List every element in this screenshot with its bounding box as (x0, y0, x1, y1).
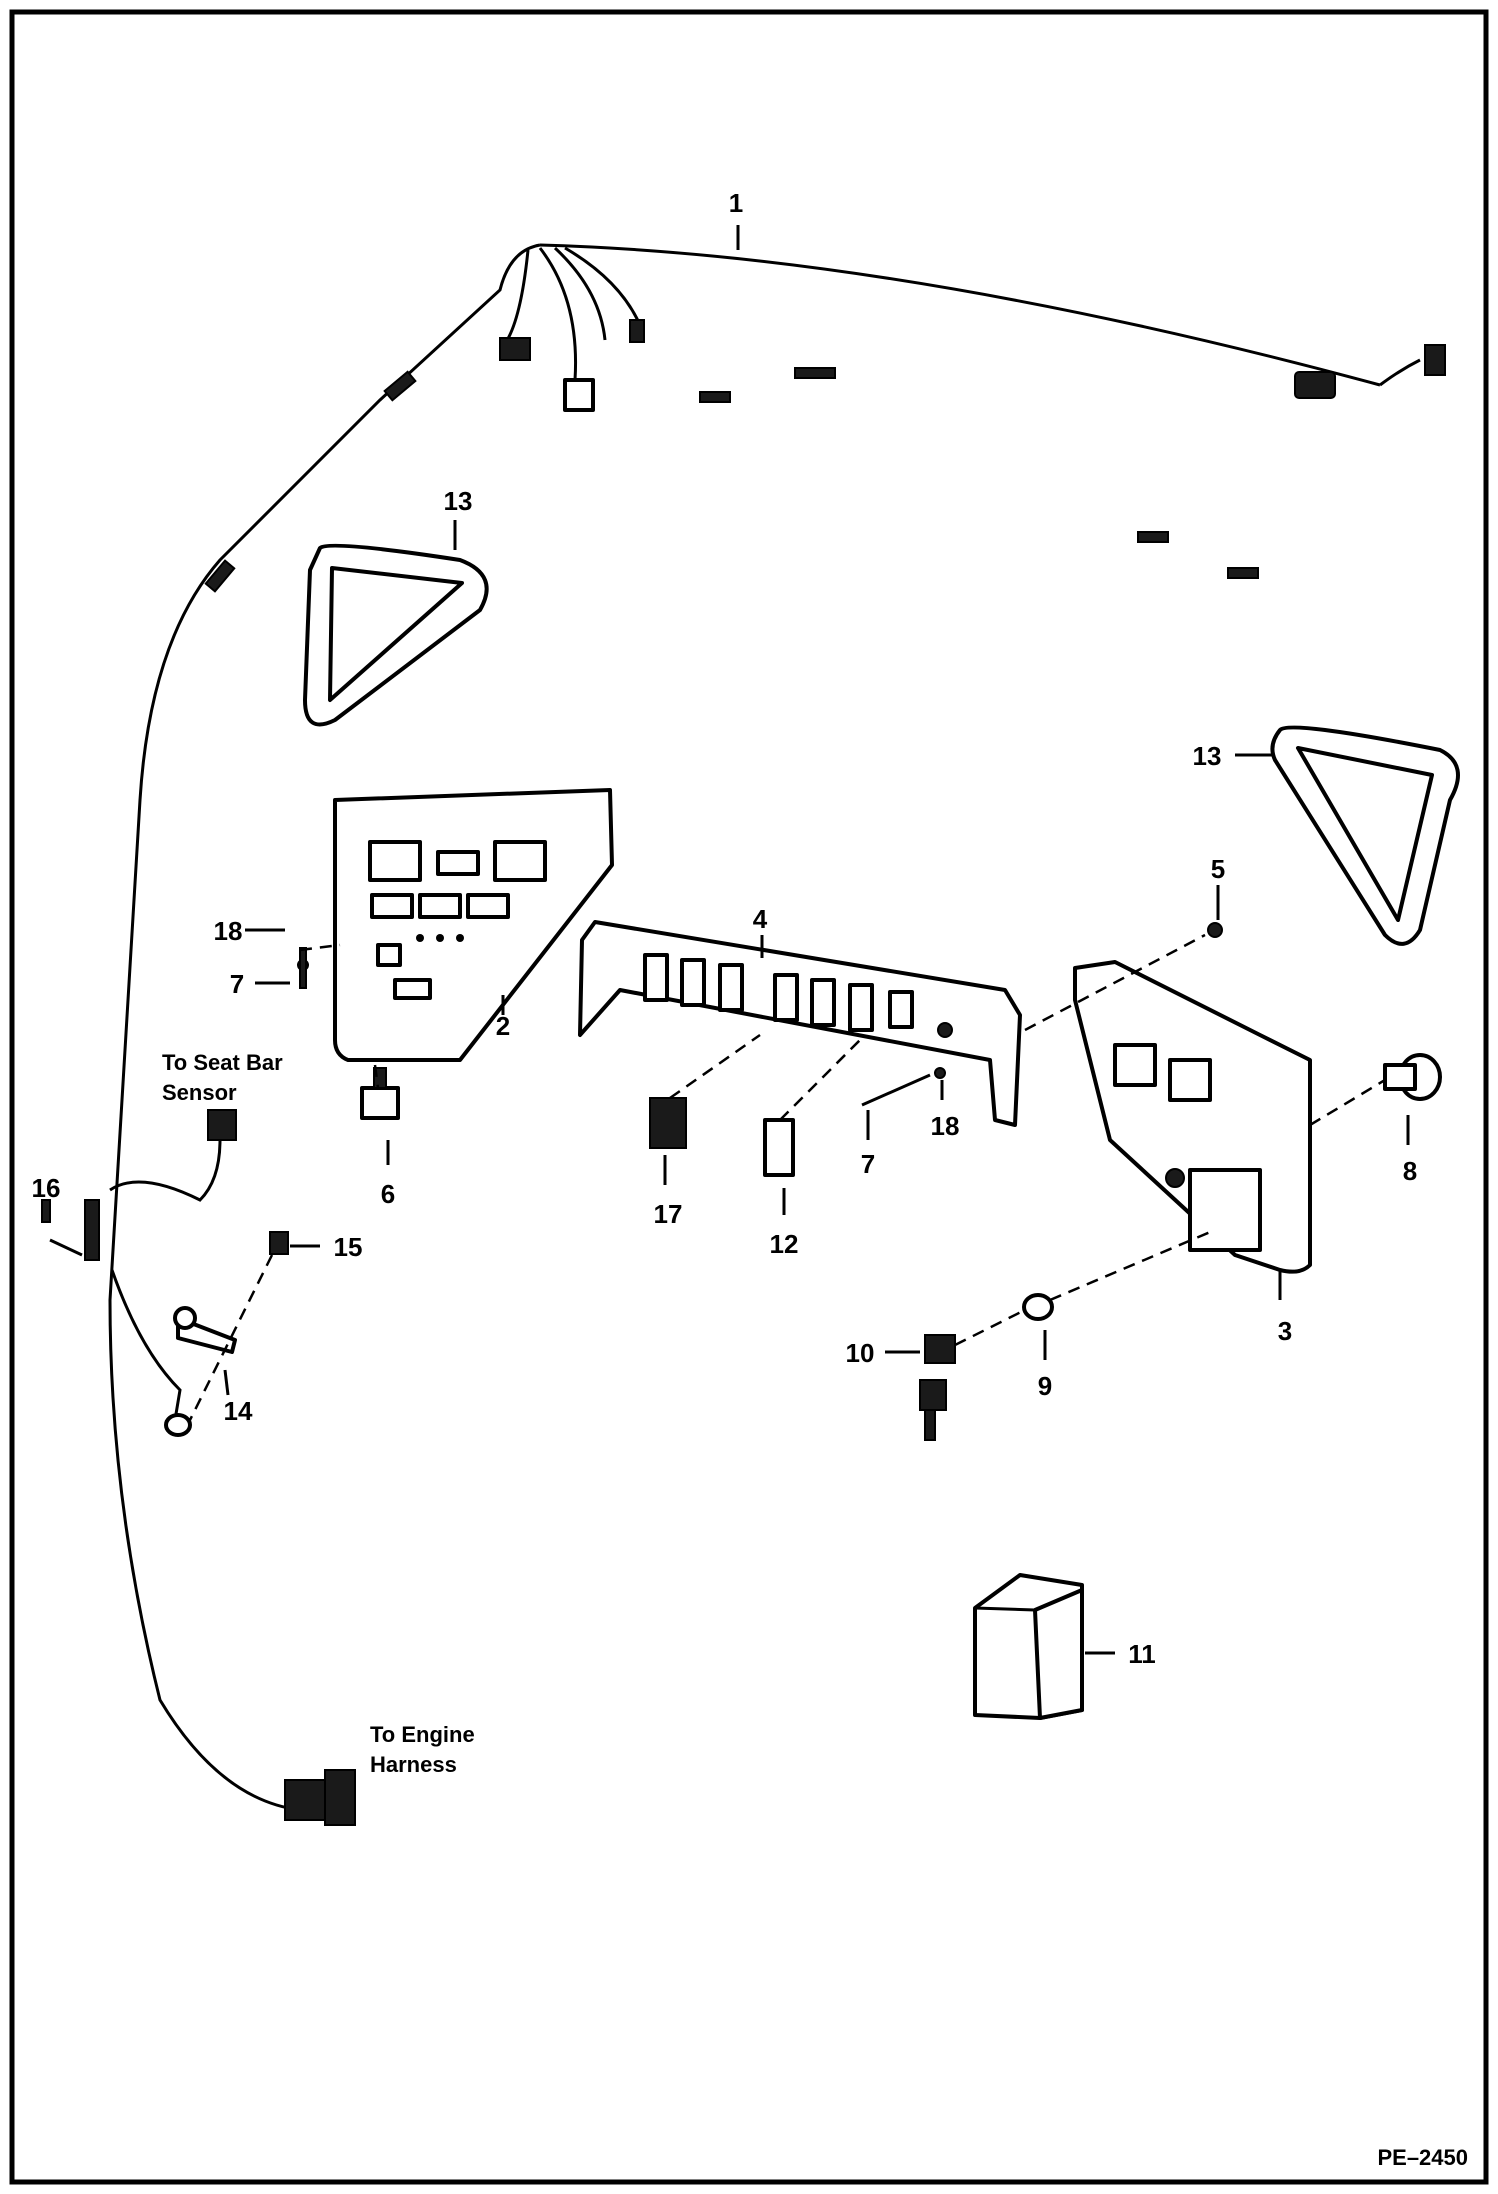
seat-bar-note-line1: To Seat Bar (162, 1050, 283, 1075)
callout-2: 2 (496, 1011, 510, 1041)
screw-7a (299, 947, 307, 989)
nut-9 (1022, 1293, 1054, 1321)
right-instrument-panel (1073, 960, 1312, 1274)
knob-8 (1383, 1053, 1442, 1101)
callout-3: 3 (1278, 1316, 1292, 1346)
rocker-switch-17 (649, 1097, 687, 1149)
callout-9: 9 (1038, 1371, 1052, 1401)
callout-18-right: 18 (931, 1111, 960, 1141)
callout-13-right: 13 (1193, 741, 1222, 771)
callout-10: 10 (846, 1338, 875, 1368)
bolt-15 (269, 1231, 289, 1255)
bracket-14 (173, 1306, 237, 1354)
leader-lines (49, 225, 1410, 1655)
fastener-5 (1207, 922, 1223, 938)
callout-12: 12 (770, 1229, 799, 1259)
wire-harness (108, 243, 1446, 1812)
figure-code: PE–2450 (1377, 2145, 1468, 2170)
notes: To Seat Bar Sensor To Engine Harness (162, 1050, 475, 1777)
callout-4: 4 (753, 904, 768, 934)
callout-14: 14 (224, 1396, 253, 1426)
callout-13-left: 13 (444, 486, 473, 516)
knob-6 (360, 1067, 400, 1120)
callout-7-left: 7 (230, 969, 244, 999)
box-11 (973, 1573, 1084, 1720)
left-instrument-panel (333, 788, 614, 1062)
bezel-right (1270, 725, 1460, 946)
callout-15: 15 (334, 1232, 363, 1262)
screw-7b (861, 1073, 931, 1107)
callout-6: 6 (381, 1179, 395, 1209)
callout-8: 8 (1403, 1156, 1417, 1186)
callout-11: 11 (1128, 1639, 1156, 1669)
callout-18-left: 18 (214, 916, 243, 946)
callout-7-right: 7 (861, 1149, 875, 1179)
assembly-lines (188, 933, 1386, 1421)
seat-bar-branch (84, 1109, 237, 1437)
switch-panel (578, 920, 1022, 1127)
callout-16: 16 (32, 1173, 61, 1203)
engine-note-line2: Harness (370, 1752, 457, 1777)
callout-17: 17 (654, 1199, 683, 1229)
blank-plug-12 (763, 1118, 795, 1177)
callout-1: 1 (729, 188, 743, 218)
callouts: 1 4 2 3 5 6 7 7 8 9 10 11 12 13 13 14 15… (32, 188, 1418, 1669)
callout-5: 5 (1211, 854, 1225, 884)
washer-18b (934, 1067, 946, 1079)
key-switch-10 (919, 1334, 956, 1441)
engine-connector (284, 1769, 356, 1826)
engine-note-line1: To Engine (370, 1722, 475, 1747)
seat-bar-note-line2: Sensor (162, 1080, 237, 1105)
clip-16 (41, 1199, 51, 1223)
page-border (9, 9, 1489, 2185)
bezel-left (303, 543, 489, 727)
